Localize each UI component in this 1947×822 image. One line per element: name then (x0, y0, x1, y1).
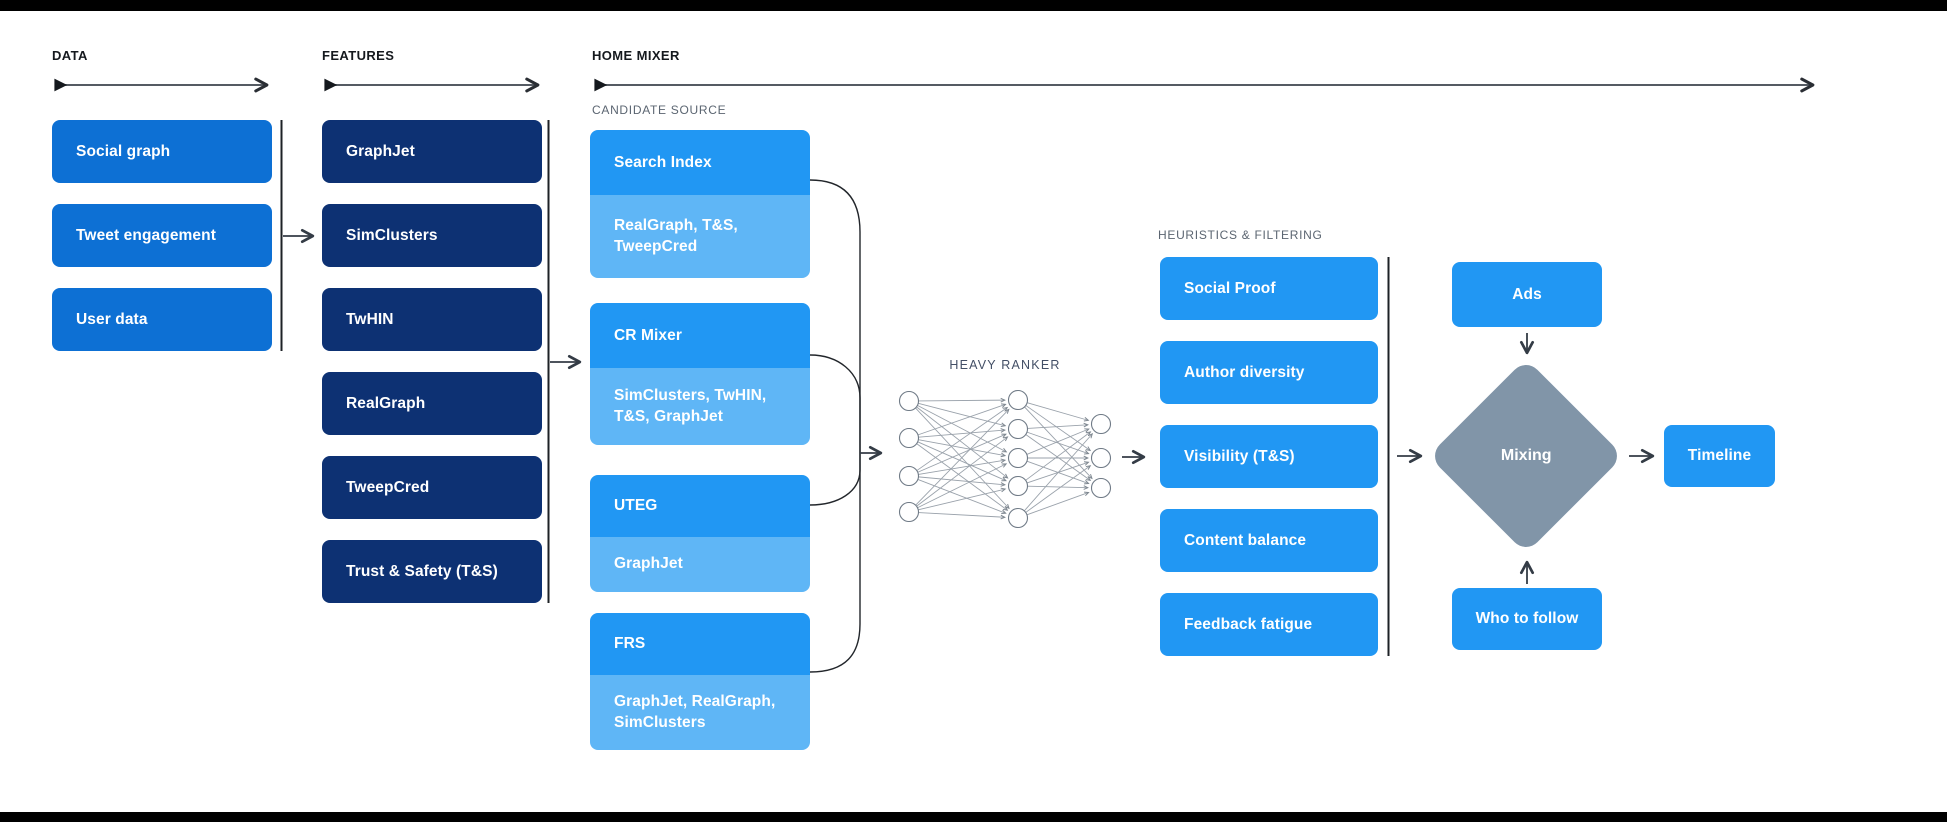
search-index-connector (809, 179, 861, 453)
timeline-box: Timeline (1664, 425, 1775, 487)
ads-box: Ads (1452, 262, 1602, 327)
features-box-trust-safety: Trust & Safety (T&S) (322, 540, 542, 603)
features-box-simclusters: SimClusters (322, 204, 542, 267)
heuristics-box-author-diversity: Author diversity (1160, 341, 1378, 404)
heuristics-box-visibility: Visibility (T&S) (1160, 425, 1378, 488)
candidate-box-uteg: UTEG (590, 475, 810, 537)
features-box-twhin: TwHIN (322, 288, 542, 351)
candidate-sources-frs: GraphJet, RealGraph, SimClusters (590, 675, 810, 750)
candidate-sources-search-index: RealGraph, T&S, TweepCred (590, 195, 810, 278)
candidate-sources-uteg: GraphJet (590, 537, 810, 592)
home-mixer-section-label: HOME MIXER (592, 48, 680, 63)
uteg-connector (809, 453, 861, 506)
heuristics-filtering-label: HEURISTICS & FILTERING (1158, 228, 1323, 242)
letterbox-bar-bottom (0, 812, 1947, 822)
heavy-ranker-label: HEAVY RANKER (949, 358, 1061, 372)
features-box-realgraph: RealGraph (322, 372, 542, 435)
neural-network-illustration (898, 389, 1112, 529)
candidate-box-cr-mixer: CR Mixer (590, 303, 810, 368)
who-to-follow-box: Who to follow (1452, 588, 1602, 650)
frs-connector (809, 453, 861, 673)
features-section-label: FEATURES (322, 48, 395, 63)
letterbox-bar-top (0, 0, 1947, 11)
features-box-tweepcred: TweepCred (322, 456, 542, 519)
heuristics-box-feedback-fatigue: Feedback fatigue (1160, 593, 1378, 656)
cr-mixer-connector (809, 354, 861, 453)
mixing-diamond: Mixing (1428, 358, 1624, 554)
data-box-tweet-engagement: Tweet engagement (52, 204, 272, 267)
candidate-source-label: CANDIDATE SOURCE (592, 103, 727, 117)
candidate-sources-cr-mixer: SimClusters, TwHIN, T&S, GraphJet (590, 368, 810, 445)
data-box-user-data: User data (52, 288, 272, 351)
candidate-box-search-index: Search Index (590, 130, 810, 195)
heuristics-box-social-proof: Social Proof (1160, 257, 1378, 320)
data-box-social-graph: Social graph (52, 120, 272, 183)
heuristics-box-content-balance: Content balance (1160, 509, 1378, 572)
candidate-box-frs: FRS (590, 613, 810, 675)
features-box-graphjet: GraphJet (322, 120, 542, 183)
data-section-label: DATA (52, 48, 88, 63)
